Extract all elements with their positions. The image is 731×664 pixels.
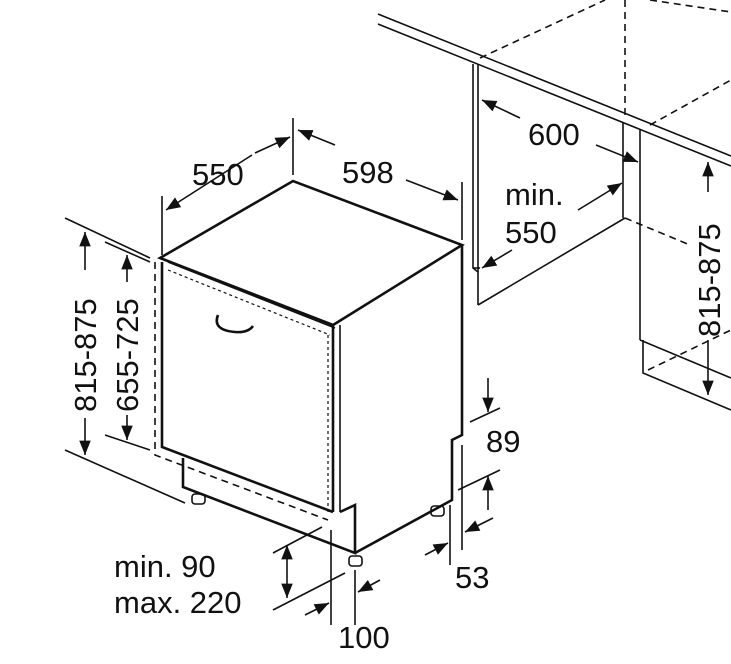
- label-door-height: 655-725: [110, 298, 145, 412]
- dimension-lines: [64, 99, 714, 625]
- label-niche-depth-line1: min.: [505, 177, 564, 212]
- label-depth: 550: [192, 157, 244, 192]
- label-toe-height: 89: [486, 424, 520, 459]
- label-niche-height: 815-875: [692, 223, 727, 337]
- door-handle-icon: [215, 314, 255, 334]
- label-plinth-recess: 100: [338, 620, 390, 655]
- foot-left: [191, 493, 206, 505]
- kitchen-cabinet-niche: [377, 0, 731, 411]
- foot-right: [430, 505, 445, 517]
- label-plinth-max: max. 220: [114, 585, 242, 620]
- label-height-total: 815-875: [68, 298, 103, 412]
- label-plinth-min: min. 90: [114, 549, 216, 584]
- foot-front: [348, 555, 363, 567]
- label-niche-depth-line2: 550: [505, 215, 557, 250]
- label-toe-depth: 53: [455, 560, 489, 595]
- label-width: 598: [342, 155, 394, 190]
- dishwasher-body: [154, 179, 465, 567]
- label-niche-width: 600: [528, 117, 580, 152]
